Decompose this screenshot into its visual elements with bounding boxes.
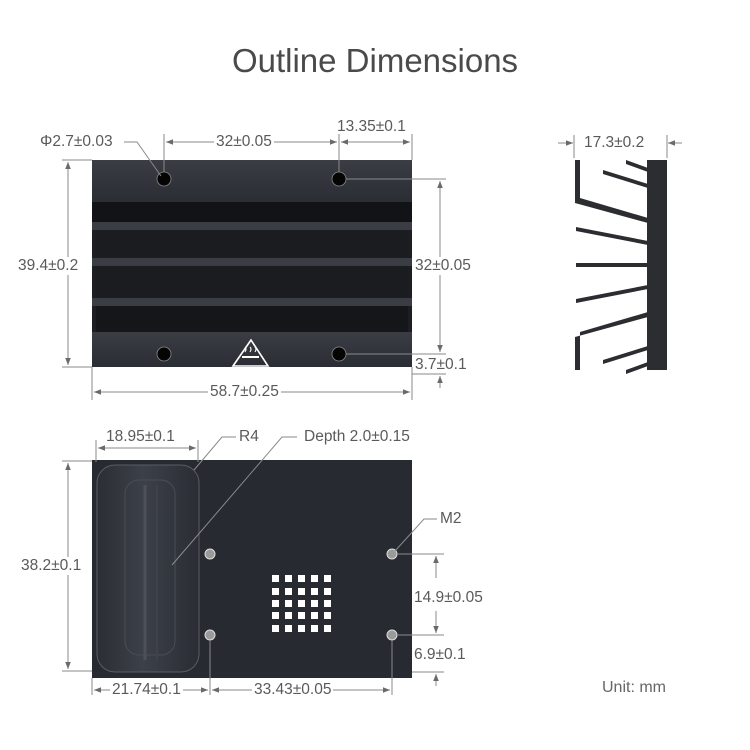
screw-horizontal-spacing-label: 33.43±0.05	[252, 681, 334, 699]
screw-left-offset-label: 21.74±0.1	[110, 681, 183, 699]
heatsink-bottom-view	[92, 460, 412, 678]
m2-screw-holes	[204, 548, 398, 641]
side-depth-label: 17.3±0.2	[582, 134, 647, 152]
hot-surface-warning-icon	[231, 338, 270, 367]
top-width-label: 58.7±0.25	[208, 383, 281, 401]
pocket-depth-label: Depth 2.0±0.15	[304, 428, 410, 445]
pocket-width-label: 18.95±0.1	[106, 428, 175, 445]
screw-bottom-offset-label: 6.9±0.1	[414, 646, 466, 663]
screw-size-label: M2	[440, 510, 462, 527]
vent-grid	[272, 575, 331, 632]
bottom-height-label: 38.2±0.1	[19, 557, 84, 575]
screw-vertical-spacing-label: 14.9±0.05	[414, 589, 483, 606]
hole-spacing-label: 32±0.05	[214, 133, 274, 151]
hole-edge-offset-label: 13.35±0.1	[337, 118, 406, 135]
hole-bottom-offset-label: 3.7±0.1	[415, 356, 467, 373]
heatsink-top-view	[92, 160, 412, 367]
hole-vertical-spacing-label: 32±0.05	[413, 257, 473, 275]
corner-radius-label: R4	[239, 428, 259, 445]
unit-label: Unit: mm	[602, 679, 666, 696]
top-height-label: 39.4±0.2	[16, 257, 81, 275]
page-title: Outline Dimensions	[231, 42, 519, 79]
heatsink-side-profile	[575, 160, 667, 374]
hole-diameter-label: Φ2.7±0.03	[38, 133, 115, 151]
